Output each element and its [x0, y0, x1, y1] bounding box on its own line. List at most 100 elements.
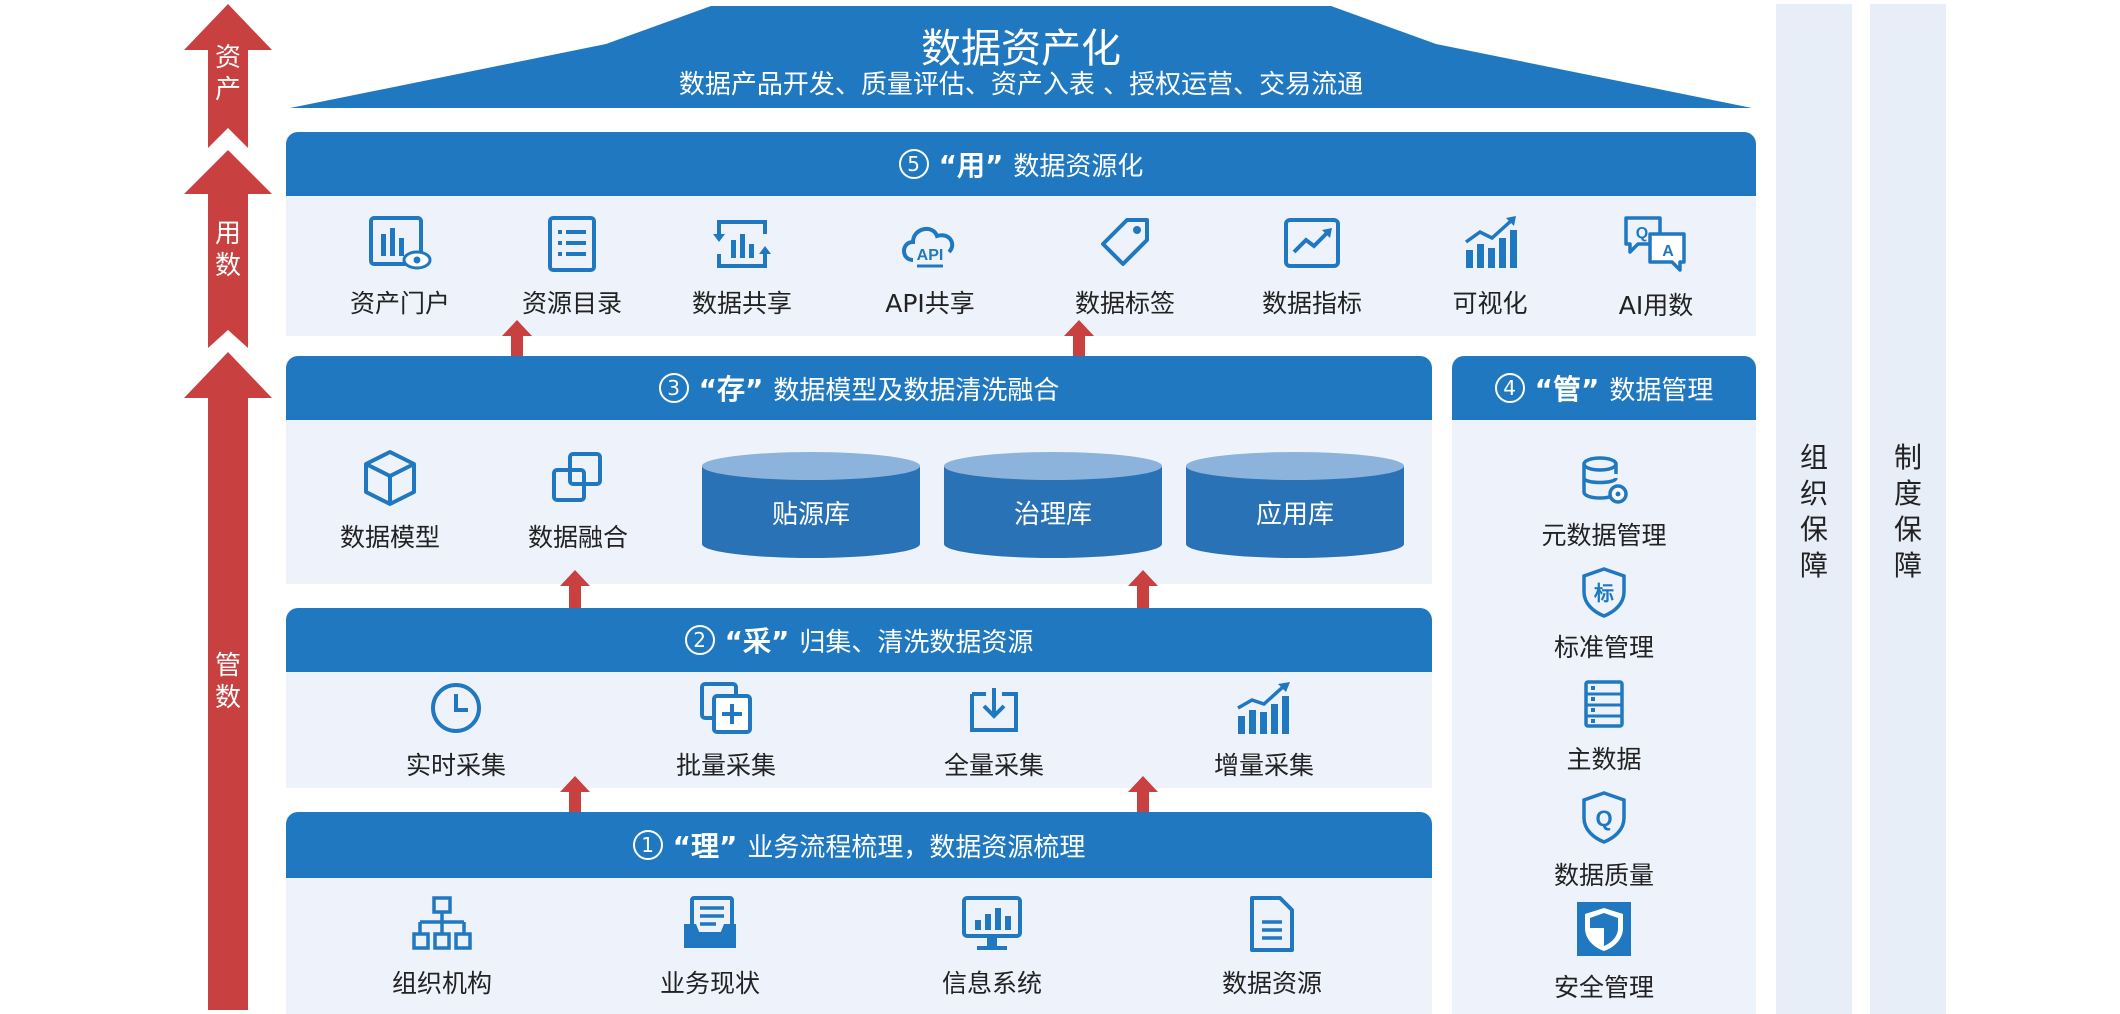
item-data-sharing[interactable]: 数据共享	[682, 214, 802, 320]
item-batch-collection[interactable]: 批量采集	[666, 680, 786, 782]
item-realtime-collection[interactable]: 实时采集	[396, 680, 516, 782]
item-label: 安全管理	[1553, 973, 1654, 1002]
share-chart-icon	[713, 220, 771, 268]
item-label: 实时采集	[405, 751, 506, 780]
item-label: 组织机构	[391, 969, 492, 998]
item-data-fusion[interactable]: 数据融合	[518, 448, 638, 554]
db-label: 贴源库	[771, 500, 850, 530]
item-label: 资产门户	[349, 289, 450, 318]
qa-chat-icon: QA	[1624, 216, 1686, 272]
roof-title: 数据资产化	[921, 26, 1121, 72]
item-data-resource[interactable]: 数据资源	[1212, 894, 1332, 1000]
svg-text:标: 标	[1594, 581, 1614, 605]
db-label: 治理库	[1013, 500, 1092, 530]
item-label: 批量采集	[675, 751, 776, 780]
item-resource-catalog[interactable]: 资源目录	[512, 214, 632, 320]
stack-add-icon	[700, 682, 752, 734]
system-guarantee-column: 制度保障	[1870, 4, 1946, 1014]
document-tray-icon	[684, 896, 736, 948]
db-governance[interactable]: 治理库	[942, 450, 1164, 560]
svg-text:A: A	[1662, 243, 1674, 260]
asset-arrow-label: 资 产	[214, 43, 241, 105]
roof-shape	[290, 6, 1752, 108]
section-4-header: 4 “管” 数据管理	[1452, 356, 1756, 420]
section-3-title: 数据模型及数据清洗融合	[773, 375, 1060, 406]
asset-arrow	[184, 4, 272, 148]
item-label: 主数据	[1566, 745, 1642, 774]
left-progress-arrows	[184, 4, 272, 1010]
item-label: 数据融合	[527, 523, 628, 552]
server-list-icon	[1584, 680, 1624, 728]
dashboard-eye-icon	[369, 216, 432, 270]
item-label: 业务现状	[659, 969, 760, 998]
section-1-number: 1	[632, 830, 663, 860]
security-shield-icon	[1577, 902, 1631, 956]
section-2-key: “采”	[724, 625, 790, 658]
section-1-header: 1 “理” 业务流程梳理，数据资源梳理	[286, 812, 1432, 878]
catalog-list-icon	[548, 216, 596, 272]
section-3-key: “存”	[698, 373, 764, 406]
cube-icon	[364, 450, 416, 506]
item-master-data[interactable]: 主数据	[1504, 678, 1704, 776]
section-1-title: 业务流程梳理，数据资源梳理	[747, 832, 1086, 863]
svg-text:API: API	[917, 247, 944, 264]
item-label: 资源目录	[521, 289, 622, 318]
manage-arrow	[184, 352, 272, 1010]
item-api-sharing[interactable]: API API共享	[870, 214, 990, 320]
section-4-title: 数据管理	[1609, 375, 1714, 406]
item-data-metric[interactable]: 数据指标	[1252, 214, 1372, 320]
org-chart-icon	[412, 896, 472, 950]
item-label: 数据资源	[1221, 969, 1322, 998]
item-security-management[interactable]: 安全管理	[1504, 900, 1704, 1004]
section-2-number: 2	[684, 625, 715, 655]
section-2-header: 2 “采” 归集、清洗数据资源	[286, 608, 1432, 672]
item-label: 标准管理	[1553, 633, 1654, 662]
item-information-system[interactable]: 信息系统	[932, 894, 1052, 1000]
manage-arrow-label: 管 数	[214, 651, 241, 713]
item-metadata-management[interactable]: 元数据管理	[1504, 454, 1704, 552]
item-label: 信息系统	[941, 969, 1042, 998]
db-label: 应用库	[1255, 500, 1334, 530]
item-business-status[interactable]: 业务现状	[650, 894, 770, 1000]
up-arrow-icon	[1128, 776, 1158, 816]
up-arrow-icon	[1128, 570, 1158, 610]
clock-icon	[431, 683, 481, 733]
item-standard-management[interactable]: 标 标准管理	[1504, 566, 1704, 664]
database-cylinder-icon	[702, 452, 920, 558]
document-icon	[1250, 896, 1294, 952]
item-label: 数据共享	[691, 289, 792, 318]
item-label: 全量采集	[943, 751, 1044, 780]
api-cloud-icon: API	[902, 226, 955, 268]
org-guarantee-column: 组织保障	[1776, 4, 1852, 1014]
item-incremental-collection[interactable]: 增量采集	[1204, 680, 1324, 782]
section-5-key: “用”	[938, 149, 1004, 182]
item-label: 数据质量	[1553, 861, 1654, 890]
section-3-header: 3 “存” 数据模型及数据清洗融合	[286, 356, 1432, 420]
item-label: 元数据管理	[1541, 521, 1667, 550]
item-label: 增量采集	[1213, 751, 1314, 780]
item-organization[interactable]: 组织机构	[382, 894, 502, 1000]
item-label: 可视化	[1452, 289, 1528, 318]
up-arrow-icon	[502, 320, 532, 360]
section-3-number: 3	[658, 373, 689, 403]
item-label: 数据模型	[339, 523, 440, 552]
item-label: API共享	[885, 289, 975, 318]
section-4-number: 4	[1494, 373, 1525, 403]
item-data-model[interactable]: 数据模型	[330, 448, 450, 554]
item-data-tag[interactable]: 数据标签	[1065, 214, 1185, 320]
item-visualization[interactable]: 可视化	[1430, 214, 1550, 320]
db-application[interactable]: 应用库	[1184, 450, 1406, 560]
roof-subtitle: 数据产品开发、质量评估、资产入表 、授权运营、交易流通	[678, 70, 1364, 100]
item-label: 数据标签	[1074, 289, 1175, 318]
overlap-squares-icon	[552, 452, 602, 502]
database-gear-icon	[1582, 456, 1628, 504]
db-source[interactable]: 贴源库	[700, 450, 922, 560]
item-data-quality[interactable]: Q 数据质量	[1504, 790, 1704, 892]
system-guarantee-label: 制度保障	[1893, 441, 1922, 582]
database-cylinder-icon	[944, 452, 1162, 558]
item-full-collection[interactable]: 全量采集	[934, 680, 1054, 782]
section-5-title: 数据资源化	[1013, 151, 1144, 182]
section-5-header: 5 “用” 数据资源化	[286, 132, 1756, 196]
item-asset-portal[interactable]: 资产门户	[340, 214, 460, 320]
